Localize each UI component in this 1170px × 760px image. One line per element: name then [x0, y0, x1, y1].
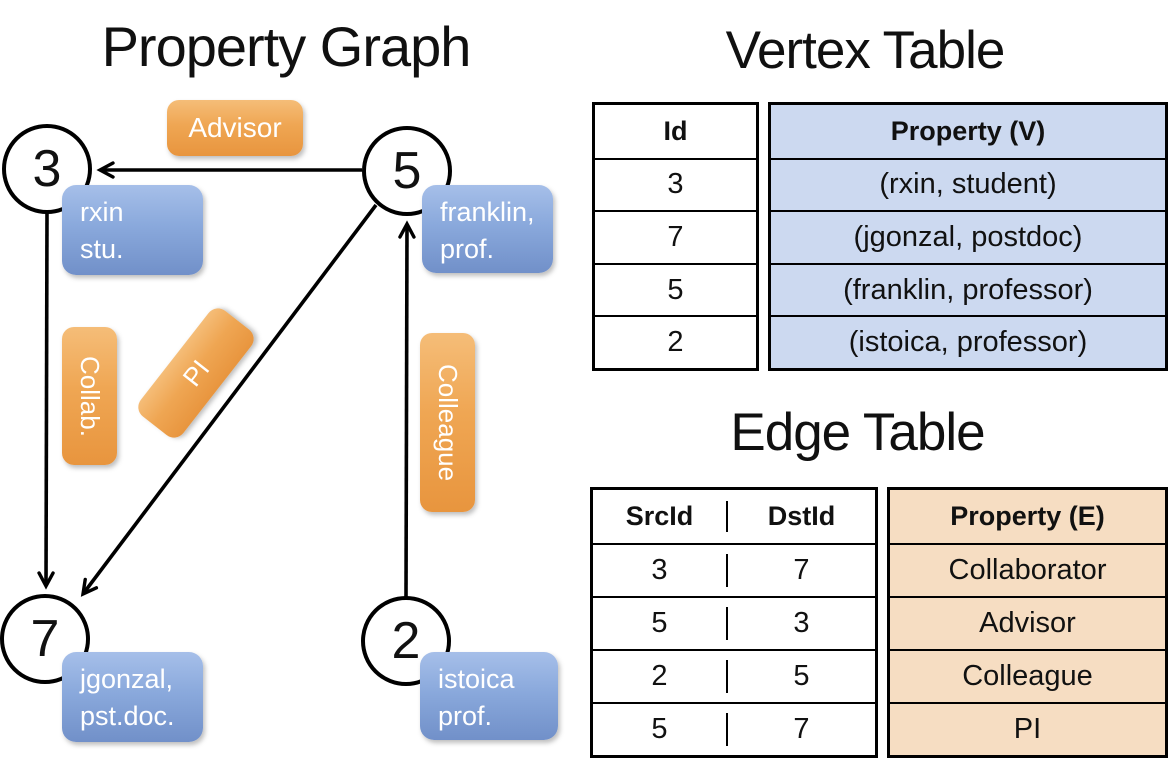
edge-table-property-cell: Colleague: [890, 649, 1165, 702]
node-circle-2: 2: [361, 596, 451, 686]
vertex-property-line: prof.: [438, 701, 493, 731]
edge-table-src-cell: 5: [593, 607, 728, 640]
edge-table-property-column: Property (E) Collaborator Advisor Collea…: [887, 487, 1168, 758]
vertex-table-header-property: Property (V): [890, 115, 1046, 146]
vertex-table-id-cell: 5: [595, 262, 756, 316]
edge-table-src-cell: 3: [593, 554, 728, 587]
node-id: 2: [391, 612, 421, 670]
vertex-table-property-cell: (franklin, professor): [771, 262, 1165, 316]
edge-table-id-row: 5 3: [593, 596, 875, 649]
edge-table-dst-cell: 5: [793, 660, 810, 692]
edge-table-id-row: 2 5: [593, 649, 875, 702]
vertex-table-id-cell: 3: [595, 157, 756, 211]
edge-table-src-cell: 5: [593, 713, 728, 746]
edge-table-property-cell: Collaborator: [890, 543, 1165, 596]
edge-table-id-columns: SrcId DstId 3 7 5 3 2 5 5 7: [590, 487, 878, 758]
edge-table-title: Edge Table: [730, 403, 985, 462]
vertex-table-id-cell: 7: [595, 210, 756, 263]
edge-table-header-property: Property (E): [950, 501, 1105, 531]
edge-table-dst-cell: 7: [793, 554, 810, 586]
vertex-property-line: jgonzal,: [80, 664, 174, 694]
vertex-table-header-id: Id: [663, 115, 688, 146]
vertex-property-line: istoica: [438, 664, 515, 694]
edge-label-advisor: Advisor: [167, 100, 303, 156]
edge-table-dst-cell: 7: [793, 713, 810, 745]
vertex-table-title: Vertex Table: [725, 21, 1006, 80]
vertex-property-line: stu.: [80, 234, 124, 264]
edge-table-id-row: 3 7: [593, 543, 875, 596]
vertex-property-line: franklin,: [440, 197, 535, 227]
graph-title: Property Graph: [101, 15, 472, 78]
vertex-property-box-jgonzal: jgonzal, pst.doc.: [62, 652, 203, 742]
edge-table-id-row: 5 7: [593, 702, 875, 755]
vertex-property-box-rxin: rxin stu.: [62, 185, 203, 275]
graph-edges: [37, 161, 416, 598]
edge-table-dst-cell: 3: [793, 607, 810, 639]
edge-table-header-srcid: SrcId: [593, 501, 728, 532]
node-id: 7: [30, 610, 60, 668]
vertex-property-line: prof.: [440, 234, 495, 264]
vertex-property-line: rxin: [80, 197, 124, 227]
edge-table-header-row: SrcId DstId: [593, 490, 875, 543]
edge-2-to-5: [398, 220, 416, 598]
graph-panel: Property Graph 3 5 7 2 rxi: [0, 15, 558, 742]
tables-panel: Vertex Table Id 3 7 5 2 Property (V) (rx…: [585, 0, 1170, 760]
vertex-property-box-franklin: franklin, prof.: [422, 185, 553, 273]
vertex-table-property-cell: (jgonzal, postdoc): [771, 210, 1165, 263]
vertex-table-id-cell: 2: [595, 315, 756, 368]
edge-3-to-7: [37, 212, 55, 590]
edge-label-colleague: Colleague: [420, 333, 475, 512]
edge-table-property-cell: Advisor: [890, 596, 1165, 649]
node-id: 5: [392, 142, 422, 200]
node-circle-5: 5: [362, 126, 452, 216]
node-id: 3: [32, 140, 62, 198]
edge-table-src-cell: 2: [593, 660, 728, 693]
vertex-property-line: pst.doc.: [80, 701, 175, 731]
vertex-table-property-cell: (istoica, professor): [771, 315, 1165, 368]
vertex-table-id-column: Id 3 7 5 2: [592, 102, 759, 371]
vertex-table-property-cell: (rxin, student): [771, 157, 1165, 211]
edge-label-collab: Collab.: [62, 327, 117, 465]
edge-table-header-dstid: DstId: [767, 501, 836, 531]
edge-5-to-7: [80, 203, 378, 597]
vertex-property-box-istoica: istoica prof.: [420, 652, 558, 740]
vertex-table-property-column: Property (V) (rxin, student) (jgonzal, p…: [768, 102, 1168, 371]
edge-table-property-cell: PI: [890, 702, 1165, 755]
